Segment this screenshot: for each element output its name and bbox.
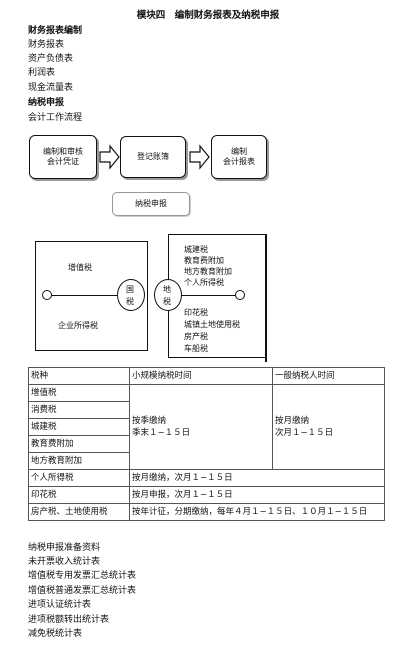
table-cell-small-scale: 按季缴纳 季末１−１５日 <box>129 384 273 470</box>
table-cell: 消费税 <box>28 401 130 419</box>
flow-step-label: 会计凭证 <box>47 157 79 166</box>
tax-schedule-table: 税种 小规模纳税时间 一般纳税人时间 增值税 按季缴纳 季末１−１５日 按月缴纳… <box>28 367 385 521</box>
flow-step-label: 会计报表 <box>223 157 255 166</box>
list-item: 增值税普通发票汇总统计表 <box>28 586 137 596</box>
connector-line <box>48 295 120 296</box>
tax-label: 企业所得税 <box>58 321 98 330</box>
table-row: 房产税、土地使用税 按年计征，分期缴纳，每年４月１−１５日、１０月１−１５日 <box>28 503 385 521</box>
list-item: 资产负债表 <box>28 54 74 64</box>
connector-dot <box>235 290 245 300</box>
flow-step-reports: 编制会计报表 <box>211 135 267 179</box>
tax-label: 房产税 <box>184 332 208 341</box>
table-row: 增值税 按季缴纳 季末１−１５日 按月缴纳 次月１−１５日 <box>28 384 385 470</box>
table-cell: 按月申报，次月１−１５日 <box>129 486 385 504</box>
tax-label: 城建税 <box>184 245 208 254</box>
list-item: 减免税统计表 <box>28 629 83 639</box>
table-cell: 城建税 <box>28 418 130 436</box>
section-heading-financial-reports: 财务报表编制 <box>28 26 83 36</box>
materials-heading: 纳税申报准备资料 <box>28 543 101 553</box>
flow-step-label: 编制和审核 <box>43 147 83 156</box>
list-item: 现金流量表 <box>28 83 74 93</box>
table-cell-text: 季末１−１５日 <box>132 428 191 438</box>
table-cell: 个人所得税 <box>28 469 130 487</box>
connector-dot <box>42 290 52 300</box>
tax-label: 城镇土地使用税 <box>184 320 240 329</box>
table-cell: 地方教育附加 <box>28 452 130 470</box>
arrow-right-icon <box>189 144 210 170</box>
flow-step-ledger: 登记账簿 <box>120 136 186 178</box>
table-cell: 按月缴纳，次月１−１５日 <box>129 469 385 487</box>
table-row: 印花税 按月申报，次月１−１５日 <box>28 486 385 504</box>
local-tax-char: 地 <box>163 285 171 294</box>
table-header-cell: 小规模纳税时间 <box>129 367 273 385</box>
table-header-row: 税种 小规模纳税时间 一般纳税人时间 <box>28 367 385 385</box>
tax-label: 个人所得税 <box>184 278 224 287</box>
list-item: 未开票收入统计表 <box>28 557 101 567</box>
national-tax-circle <box>117 279 145 311</box>
tax-label: 车船税 <box>184 344 208 353</box>
tax-label: 增值税 <box>68 263 92 272</box>
table-cell: 增值税 <box>28 384 130 402</box>
table-cell: 印花税 <box>28 486 130 504</box>
flow-step-label: 编制 <box>231 147 247 156</box>
table-cell-text: 按季缴纳 <box>132 416 167 426</box>
list-item: 进项认证统计表 <box>28 600 92 610</box>
list-item: 财务报表 <box>28 40 65 50</box>
national-tax-char: 税 <box>126 297 134 306</box>
table-cell-general: 按月缴纳 次月１−１５日 <box>272 384 385 470</box>
list-item: 增值税专用发票汇总统计表 <box>28 571 137 581</box>
table-header-cell: 一般纳税人时间 <box>272 367 385 385</box>
local-tax-char: 税 <box>163 297 171 306</box>
table-cell: 房产税、土地使用税 <box>28 503 130 521</box>
flow-step-vouchers: 编制和审核会计凭证 <box>29 135 97 179</box>
tax-label: 地方教育附加 <box>184 267 232 276</box>
local-tax-panel <box>168 234 265 358</box>
list-item: 会计工作流程 <box>28 113 83 123</box>
local-tax-circle <box>154 279 182 311</box>
tax-label: 教育费附加 <box>184 256 224 265</box>
national-tax-panel <box>35 241 148 351</box>
table-header-cell: 税种 <box>28 367 130 385</box>
table-cell: 教育费附加 <box>28 435 130 453</box>
divider <box>265 234 267 362</box>
table-row: 个人所得税 按月缴纳，次月１−１５日 <box>28 469 385 487</box>
tax-label: 印花税 <box>184 308 208 317</box>
connector-line <box>176 295 239 296</box>
table-cell-text: 次月１−１５日 <box>275 428 334 438</box>
list-item: 利润表 <box>28 68 56 78</box>
list-item: 进项税额转出统计表 <box>28 615 110 625</box>
table-cell: 按年计征，分期缴纳，每年４月１−１５日、１０月１−１５日 <box>129 503 385 521</box>
flow-step-tax-filing: 纳税申报 <box>112 192 190 216</box>
section-heading-tax-filing: 纳税申报 <box>28 98 65 108</box>
table-cell-text: 按月缴纳 <box>275 416 310 426</box>
page-title: 模块四 编制财务报表及纳税申报 <box>136 10 280 21</box>
national-tax-char: 国 <box>126 285 134 294</box>
arrow-right-icon <box>99 144 120 170</box>
